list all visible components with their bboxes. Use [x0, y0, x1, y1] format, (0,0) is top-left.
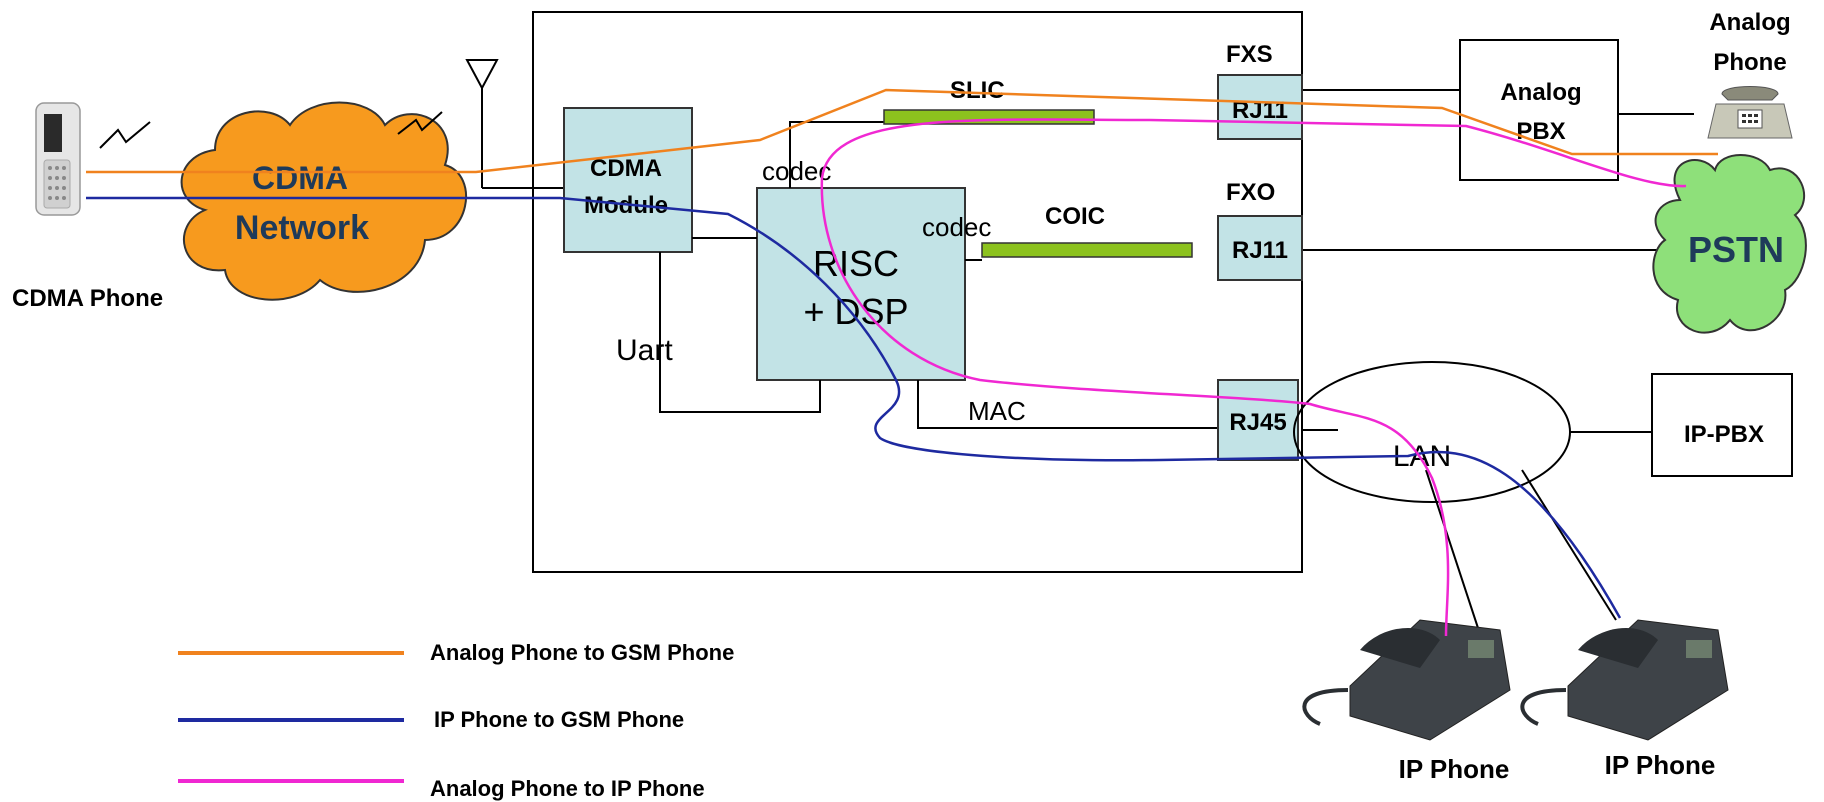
analog-phone-label-2: Phone	[1713, 49, 1786, 76]
ip-phone-label-2: IP Phone	[1605, 750, 1716, 780]
analog-pbx-label-2: PBX	[1516, 118, 1565, 145]
ip-phone-label-1: IP Phone	[1399, 754, 1510, 784]
radio-wave-icon	[397, 111, 443, 135]
pstn-cloud	[1652, 154, 1807, 334]
codec-label-top: codec	[762, 156, 831, 186]
cdma-phone-label: CDMA Phone	[12, 285, 163, 312]
coic-bar	[981, 242, 1193, 258]
rj45-label: RJ45	[1229, 409, 1286, 436]
rj11-fxo-label: RJ11	[1232, 237, 1288, 264]
analog-phone-icon	[1707, 86, 1793, 139]
pstn-label: PSTN	[1688, 229, 1784, 270]
path-analog-to-ip	[820, 118, 1687, 637]
ip-phone-icon	[1520, 619, 1729, 741]
ip-pbx-label: IP-PBX	[1684, 421, 1764, 448]
fxs-label: FXS	[1226, 41, 1273, 68]
mobile-phone-icon	[35, 102, 81, 216]
legend-label-analog-gsm: Analog Phone to GSM Phone	[430, 640, 734, 665]
radio-wave-icon	[99, 121, 151, 149]
lan-ellipse	[1293, 361, 1571, 503]
mac-label: MAC	[968, 396, 1026, 426]
slic-label: SLIC	[950, 77, 1005, 104]
analog-phone-label-1: Analog	[1709, 9, 1790, 36]
rj11-fxs-port	[1217, 74, 1303, 140]
cdma-network-label-2: Network	[235, 209, 369, 247]
risc-dsp-box	[756, 187, 966, 381]
cdma-module-label-1: CDMA	[590, 155, 662, 182]
internal-wiring	[659, 89, 1694, 629]
cdma-network-label-1: CDMA	[252, 160, 348, 196]
slic-bar	[883, 109, 1095, 125]
fxo-label: FXO	[1226, 179, 1275, 206]
rj11-fxo-port	[1217, 215, 1303, 281]
path-ip-to-gsm	[86, 196, 1622, 619]
legend-label-analog-ip: Analog Phone to IP Phone	[430, 776, 705, 801]
cdma-network-cloud	[180, 101, 467, 301]
uart-label: Uart	[616, 334, 673, 367]
ip-phone-icon	[1302, 619, 1511, 741]
legend-label-ip-gsm: IP Phone to GSM Phone	[434, 707, 684, 732]
gateway-box	[532, 11, 1303, 573]
analog-pbx-label-1: Analog	[1500, 79, 1581, 106]
path-analog-to-gsm	[86, 88, 1718, 174]
legend: Analog Phone to GSM Phone IP Phone to GS…	[178, 640, 734, 801]
ip-pbx-box	[1651, 373, 1793, 477]
cdma-module-box	[563, 107, 693, 253]
codec-label-mid: codec	[922, 212, 991, 242]
risc-label-1: RISC	[813, 243, 899, 284]
coic-label: COIC	[1045, 203, 1105, 230]
analog-pbx-box	[1459, 39, 1619, 181]
rj45-port	[1217, 379, 1299, 461]
